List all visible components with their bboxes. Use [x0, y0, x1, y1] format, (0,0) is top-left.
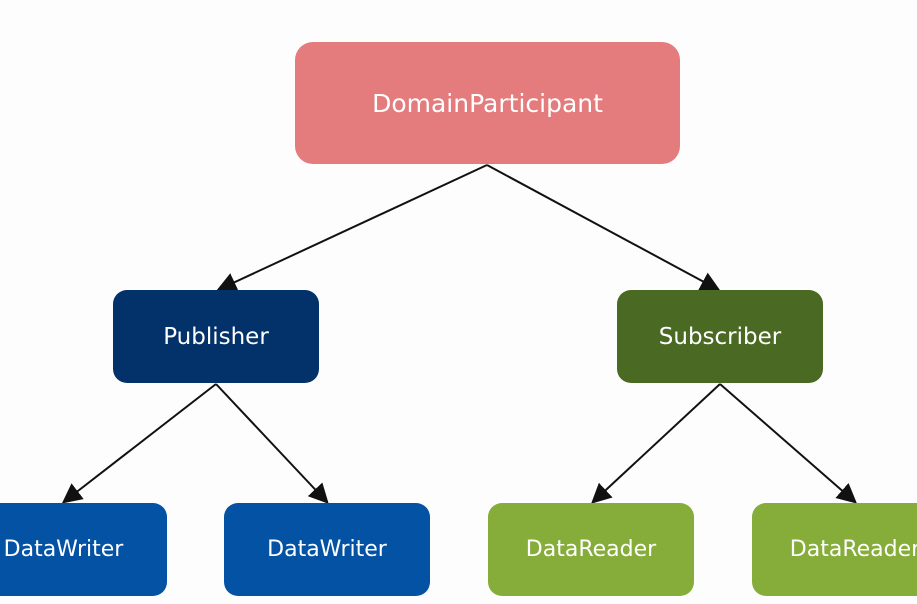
data-writer-label-1: DataWriter	[3, 537, 124, 562]
subscriber-node: Subscriber	[617, 290, 823, 383]
arrow-participant-to-subscriber	[486, 164, 721, 291]
publisher-node: Publisher	[113, 290, 319, 383]
data-reader-label-2: DataReader	[789, 537, 917, 562]
data-writer-node-2: DataWriter	[224, 503, 430, 596]
data-reader-label-1: DataReader	[525, 537, 657, 562]
arrow-participant-to-publisher	[216, 164, 488, 292]
arrow-subscriber-to-datareader-1	[591, 383, 721, 504]
domain-participant-label: DomainParticipant	[372, 88, 603, 118]
publisher-label: Publisher	[163, 323, 269, 350]
data-writer-node-1: DataWriter	[0, 503, 167, 596]
arrow-subscriber-to-datareader-2	[719, 383, 858, 504]
data-reader-node-2: DataReader	[752, 503, 917, 596]
data-reader-node-1: DataReader	[488, 503, 694, 596]
subscriber-label: Subscriber	[658, 323, 782, 350]
arrow-publisher-to-datawriter-1	[61, 383, 217, 504]
arrow-publisher-to-datawriter-2	[215, 383, 329, 504]
domain-participant-node: DomainParticipant	[295, 42, 680, 164]
data-writer-label-2: DataWriter	[267, 537, 387, 562]
